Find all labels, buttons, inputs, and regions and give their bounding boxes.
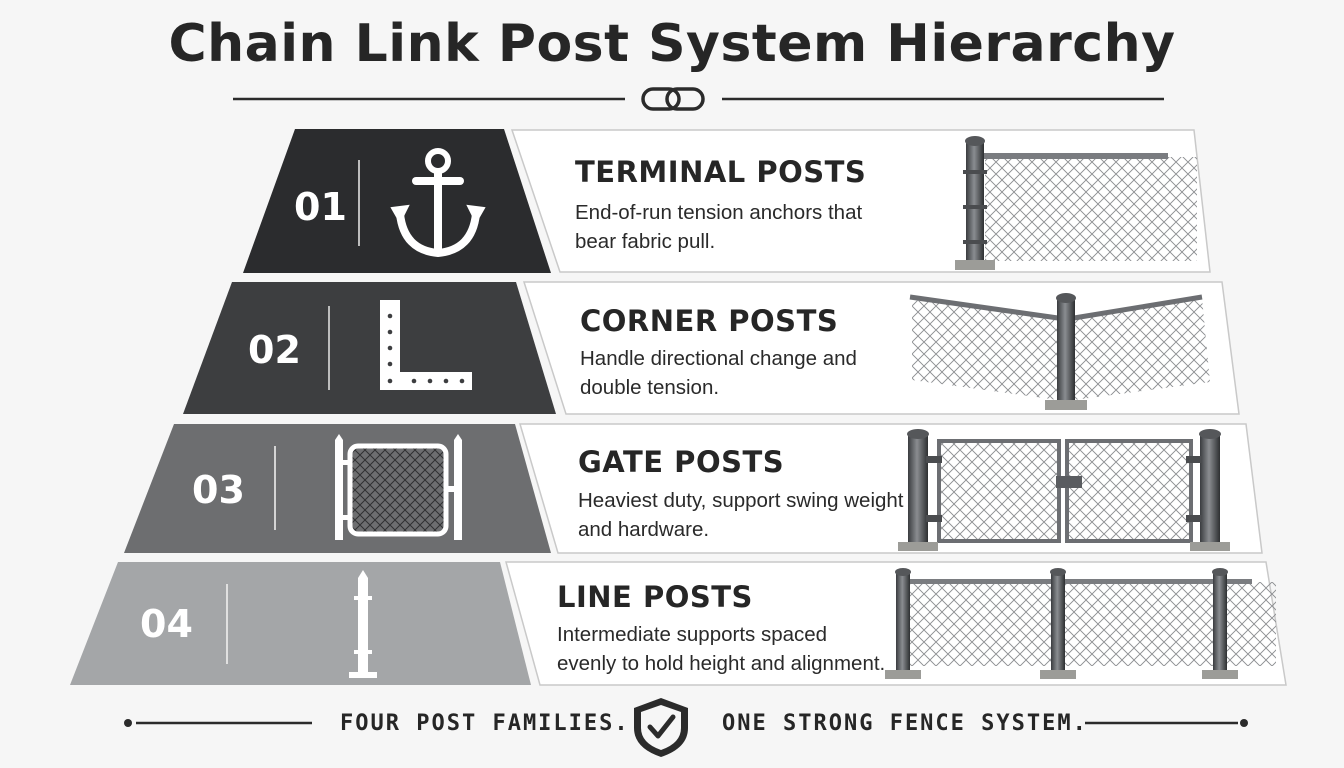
- footer-divider: [124, 719, 1248, 727]
- chain-link-icon: [641, 87, 705, 111]
- tier-03-number: 03: [192, 468, 245, 512]
- tier-03-description: Heaviest duty, support swing weight and …: [578, 489, 904, 541]
- line-post-illustration: [885, 568, 1276, 679]
- tier-02-band: [183, 282, 556, 414]
- footer-left-text: FOUR POST FAMILIES.: [340, 711, 630, 736]
- tier-04-heading: LINE POSTS: [557, 580, 753, 614]
- tier-01: [243, 129, 1211, 273]
- tier-02-heading: CORNER POSTS: [580, 304, 839, 338]
- gate-icon: [335, 434, 462, 540]
- corner-post-illustration: [909, 293, 1210, 410]
- gate-post-illustration: [898, 429, 1230, 551]
- line-post-icon: [349, 570, 377, 678]
- tier-02-description: Handle directional change and double ten…: [580, 347, 857, 399]
- tier-04: [70, 561, 1287, 686]
- page-title: Chain Link Post System Hierarchy: [168, 14, 1176, 74]
- terminal-post-illustration: [955, 136, 1197, 270]
- anchor-icon: [390, 148, 486, 258]
- tier-04-description: Intermediate supports spaced evenly to h…: [557, 623, 886, 675]
- tier-01-number: 01: [294, 185, 347, 229]
- tier-03-heading: GATE POSTS: [578, 445, 785, 479]
- corner-bracket-icon: [380, 300, 472, 390]
- tier-01-band: [243, 129, 551, 273]
- tier-01-description: End-of-run tension anchors that bear fab…: [575, 201, 863, 253]
- tier-02: [183, 281, 1240, 415]
- footer-right-text: ONE STRONG FENCE SYSTEM.: [722, 711, 1088, 736]
- shield-check-icon: [634, 698, 688, 757]
- tier-03: [124, 423, 1263, 554]
- tier-04-band: [70, 562, 531, 685]
- tier-02-number: 02: [248, 328, 301, 372]
- tier-01-heading: TERMINAL POSTS: [575, 155, 867, 189]
- tier-04-number: 04: [140, 602, 193, 646]
